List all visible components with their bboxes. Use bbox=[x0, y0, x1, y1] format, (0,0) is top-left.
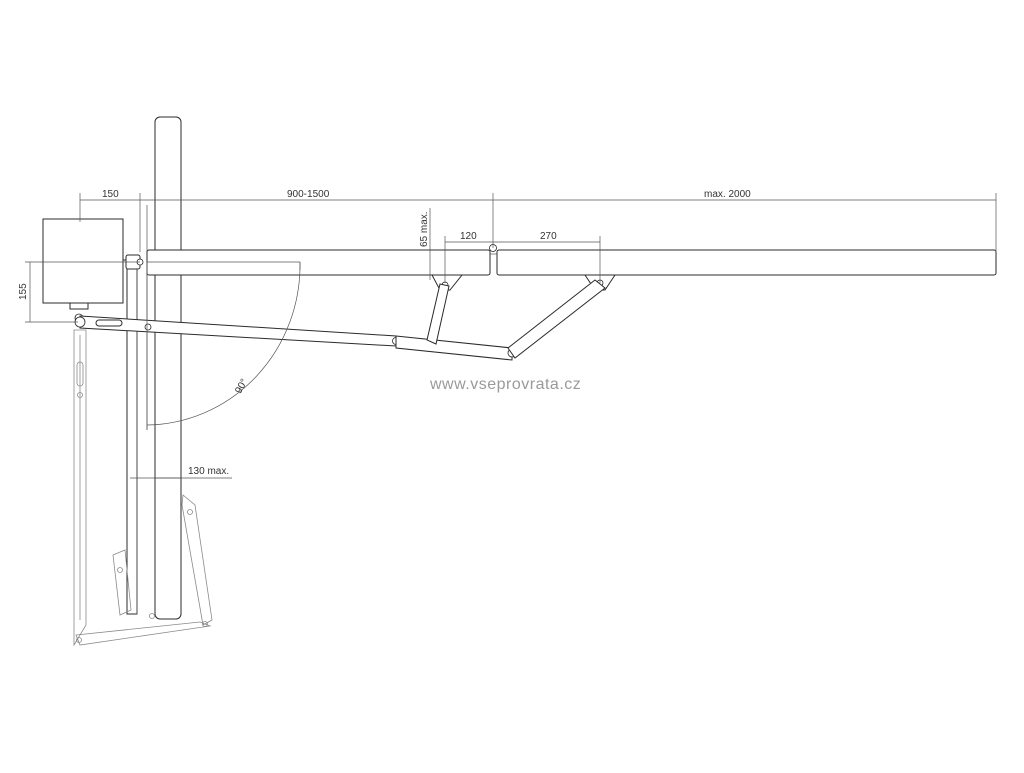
gate-leaf bbox=[146, 244, 997, 276]
dim-155: 155 bbox=[18, 283, 29, 300]
angle-label: 90° bbox=[233, 377, 250, 396]
dim-270: 270 bbox=[540, 231, 557, 242]
opening-arc: 90° bbox=[146, 261, 301, 430]
main-arm bbox=[74, 315, 400, 347]
link-arm-left bbox=[426, 283, 450, 345]
dim-130-max: 130 max. bbox=[188, 466, 229, 477]
open-position-ghost bbox=[73, 329, 213, 647]
dim-900-1500: 900-1500 bbox=[287, 189, 330, 200]
dim-65-max: 65 max. bbox=[419, 211, 430, 247]
link-arm-lower bbox=[395, 335, 517, 361]
gate-pillar bbox=[154, 116, 182, 620]
dim-150: 150 bbox=[102, 189, 119, 200]
dim-120: 120 bbox=[460, 231, 477, 242]
link-arm-right bbox=[507, 279, 606, 359]
dimension-lines bbox=[25, 193, 997, 479]
dim-max-2000: max. 2000 bbox=[704, 189, 751, 200]
watermark-url: www.vseprovrata.cz bbox=[429, 376, 581, 393]
